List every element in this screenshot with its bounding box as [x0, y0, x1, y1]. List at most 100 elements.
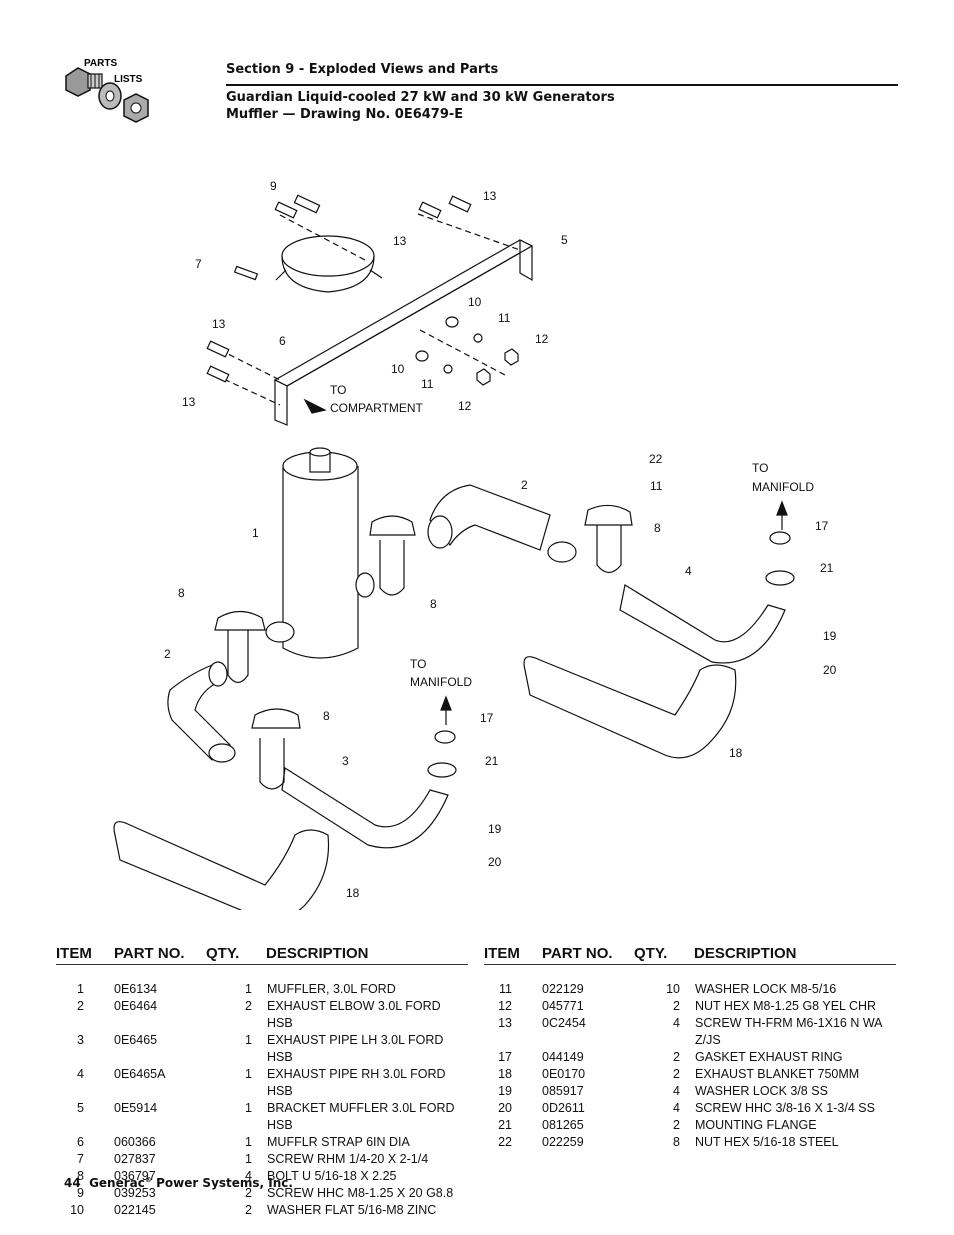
- callout: 11: [650, 479, 663, 493]
- cell-qty: 4: [673, 1016, 680, 1030]
- drawing-title: Muffler — Drawing No. 0E6479-E: [226, 107, 464, 122]
- cell-part: 027837: [114, 1152, 156, 1166]
- callout: 20: [488, 855, 502, 869]
- header-part-no: PART NO.: [542, 945, 613, 962]
- cell-item: 18: [498, 1067, 512, 1081]
- parts-table-left: ITEM PART NO. QTY. DESCRIPTION 1 0E6134 1 M…: [56, 944, 468, 1219]
- cell-item: 11: [499, 982, 512, 996]
- to-manifold-label: TO: [752, 461, 768, 475]
- cell-qty: 4: [673, 1101, 680, 1115]
- header-part-no: PART NO.: [114, 945, 185, 962]
- cell-part: 081265: [542, 1118, 584, 1132]
- cell-part: [542, 1032, 642, 1049]
- callout: 12: [458, 399, 472, 413]
- to-compartment-label: COMPARTMENT: [330, 401, 424, 415]
- callout: 7: [195, 257, 202, 271]
- cell-desc: WASHER FLAT 5/16-M8 ZINC: [267, 1203, 437, 1217]
- cell-item: 22: [498, 1135, 512, 1149]
- cell-part: 0E6465A: [114, 1067, 166, 1081]
- header-description: DESCRIPTION: [266, 945, 369, 962]
- cell-desc: WASHER LOCK 3/8 SS: [695, 1084, 828, 1098]
- cell-qty: 1: [245, 1101, 252, 1115]
- cell-part: 036797: [114, 1169, 156, 1183]
- callout: 22: [649, 452, 663, 466]
- cell-part: 022259: [542, 1135, 584, 1149]
- cell-item: 13: [498, 1016, 512, 1030]
- cell-desc: WASHER LOCK M8-5/16: [695, 982, 837, 996]
- cell-item: 5: [77, 1101, 84, 1115]
- callout: 8: [178, 586, 185, 600]
- document-title: Guardian Liquid-cooled 27 kW and 30 kW G…: [226, 90, 615, 105]
- callout: 17: [815, 519, 829, 533]
- cell-qty: 2: [245, 1203, 252, 1217]
- registered-mark: ®: [144, 1176, 152, 1184]
- cell-item: 19: [498, 1084, 512, 1098]
- to-compartment-label: TO: [330, 383, 346, 397]
- cell-part: 045771: [542, 999, 584, 1013]
- callout: 2: [521, 478, 528, 492]
- callout: 3: [342, 754, 349, 768]
- page-header: Section 9 - Exploded Views and Parts Gua…: [226, 60, 898, 123]
- cell-desc: BOLT U 5/16-18 X 2.25: [267, 1169, 397, 1183]
- cell-part: 0E6465: [114, 1033, 158, 1047]
- cell-desc: EXHAUST ELBOW 3.0L FORD HSB: [267, 999, 441, 1030]
- cell-item: 6: [77, 1135, 84, 1149]
- cell-qty: [642, 1032, 695, 1049]
- cell-item: 3: [77, 1033, 84, 1047]
- cell-qty: 8: [673, 1135, 680, 1149]
- cell-desc: EXHAUST PIPE LH 3.0L FORD HSB: [267, 1033, 444, 1064]
- callout: 13: [483, 189, 497, 203]
- cell-desc: MOUNTING FLANGE: [695, 1118, 817, 1132]
- cell-item: 4: [77, 1067, 84, 1081]
- cell-part: 0E5914: [114, 1101, 158, 1115]
- cell-qty: 2: [673, 1050, 680, 1064]
- table-header: ITEM PART NO. QTY. DESCRIPTION: [56, 944, 468, 965]
- cell-desc: SCREW RHM 1/4-20 X 2-1/4: [267, 1152, 429, 1166]
- callout: 8: [323, 709, 330, 723]
- cell-qty: 4: [245, 1169, 252, 1183]
- cell-qty: 1: [245, 1067, 252, 1081]
- cell-item: 9: [77, 1186, 84, 1200]
- cell-part: 0E0170: [542, 1067, 586, 1081]
- cell-part: [114, 1117, 214, 1134]
- cell-item: 17: [498, 1050, 512, 1064]
- cell-desc: Z/JS: [695, 1033, 721, 1047]
- cell-qty: 1: [245, 1152, 252, 1166]
- cell-desc: SCREW HHC M8-1.25 X 20 G8.8: [267, 1186, 454, 1200]
- callout: 6: [279, 334, 286, 348]
- callout: 10: [468, 295, 482, 309]
- header-item: ITEM: [484, 945, 520, 962]
- header-description: DESCRIPTION: [694, 945, 797, 962]
- callout: 1: [252, 526, 259, 540]
- cell-desc: NUT HEX M8-1.25 G8 YEL CHR: [695, 999, 877, 1013]
- callout: 17: [480, 711, 494, 725]
- callout: 2: [164, 647, 171, 661]
- company-name: Generac: [89, 1176, 145, 1190]
- to-manifold-label: TO: [410, 657, 426, 671]
- callout: 20: [823, 663, 837, 677]
- exploded-view-drawing: 9 13 13 5 7 6 10 11 12 13 10 11 12 13 22…: [113, 179, 837, 910]
- logo-text-lists: LISTS: [114, 74, 143, 85]
- cell-part: 0E6134: [114, 982, 158, 996]
- cell-item: 1: [77, 982, 84, 996]
- company-suffix: Power Systems, Inc.: [156, 1176, 293, 1190]
- cell-part: 039253: [114, 1186, 156, 1200]
- cell-part: 0E6464: [114, 999, 158, 1013]
- to-manifold-label: MANIFOLD: [752, 480, 814, 494]
- cell-item: 12: [498, 999, 512, 1013]
- callout: 11: [498, 311, 511, 325]
- callout: 18: [346, 886, 360, 900]
- cell-desc: MUFFLER, 3.0L FORD: [267, 982, 396, 996]
